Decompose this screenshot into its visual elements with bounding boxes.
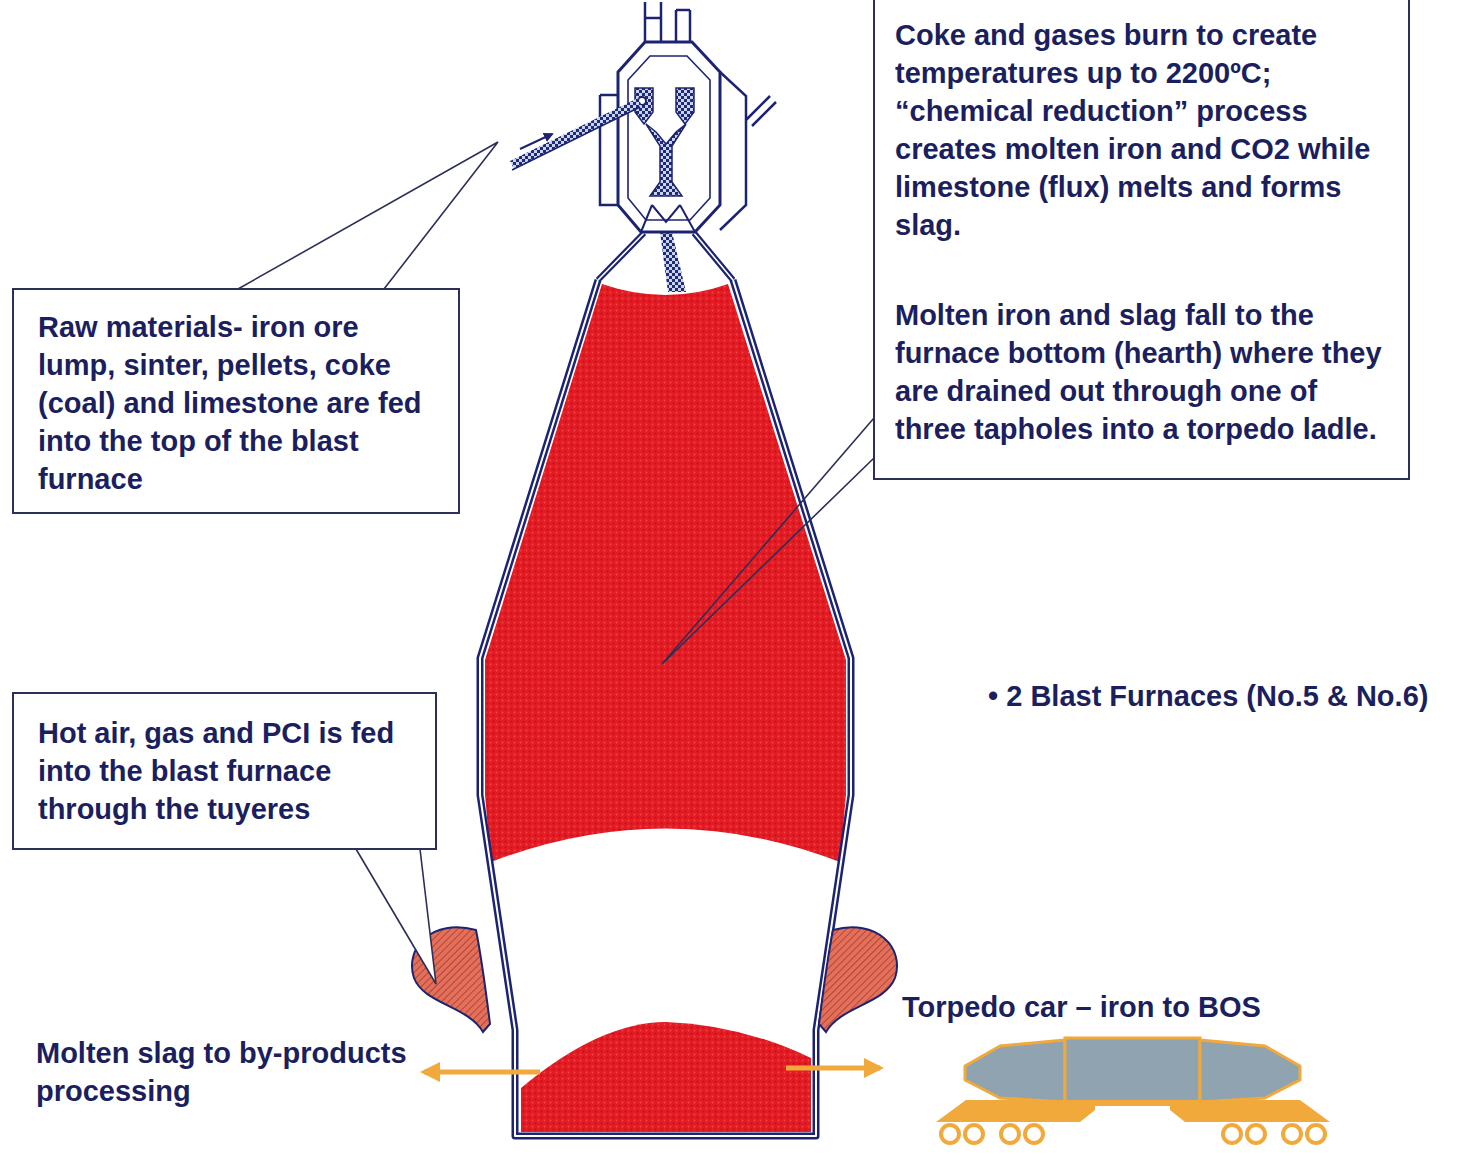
top-pipes	[645, 2, 690, 42]
callout-text: Hot air, gas and PCI is fed into the bla…	[38, 714, 423, 828]
tuyere-right	[819, 927, 897, 1032]
torpedo-chassis	[936, 1100, 1330, 1122]
torpedo-body-mid	[1065, 1038, 1200, 1104]
callout-box: Hot air, gas and PCI is fed into the bla…	[12, 692, 437, 850]
annotation-label: Torpedo car – iron to BOS	[902, 988, 1261, 1026]
feed-conveyor-edge	[512, 107, 640, 170]
callout-pointer	[662, 418, 874, 664]
callout-pointer	[356, 849, 436, 984]
top-housing	[618, 42, 720, 232]
furnace-shell	[480, 280, 851, 1136]
callout-text: Molten iron and slag fall to the furnace…	[895, 296, 1390, 448]
top-housing-inner	[628, 56, 710, 220]
charge-stream	[660, 232, 686, 292]
feed-direction-arrow	[520, 134, 552, 149]
callout-text: Raw materials- iron ore lump, sinter, pe…	[38, 308, 428, 498]
top-bell	[646, 124, 686, 196]
torpedo-body	[965, 1040, 1065, 1102]
callout-pointer	[238, 142, 498, 289]
annotation-label: • 2 Blast Furnaces (No.5 & No.6)	[988, 677, 1428, 715]
iron-out-arrow	[786, 1066, 880, 1071]
torpedo-wheels	[941, 1125, 1325, 1143]
torpedo-body-end	[1200, 1040, 1300, 1102]
burden-fill	[485, 284, 846, 862]
top-frame	[600, 72, 776, 230]
callout-box: Coke and gases burn to create temperatur…	[873, 0, 1410, 480]
furnace-shell-inner	[480, 280, 851, 1136]
top-valve	[641, 205, 695, 232]
callout-text: Coke and gases burn to create temperatur…	[895, 16, 1390, 244]
hearth-pool	[521, 1022, 811, 1132]
slag-out-arrow	[424, 1070, 540, 1075]
top-hopper	[635, 88, 694, 124]
feed-conveyor	[512, 102, 640, 165]
annotation-label: Molten slag to by-products processing	[36, 1034, 426, 1110]
callout-box: Raw materials- iron ore lump, sinter, pe…	[12, 288, 460, 514]
